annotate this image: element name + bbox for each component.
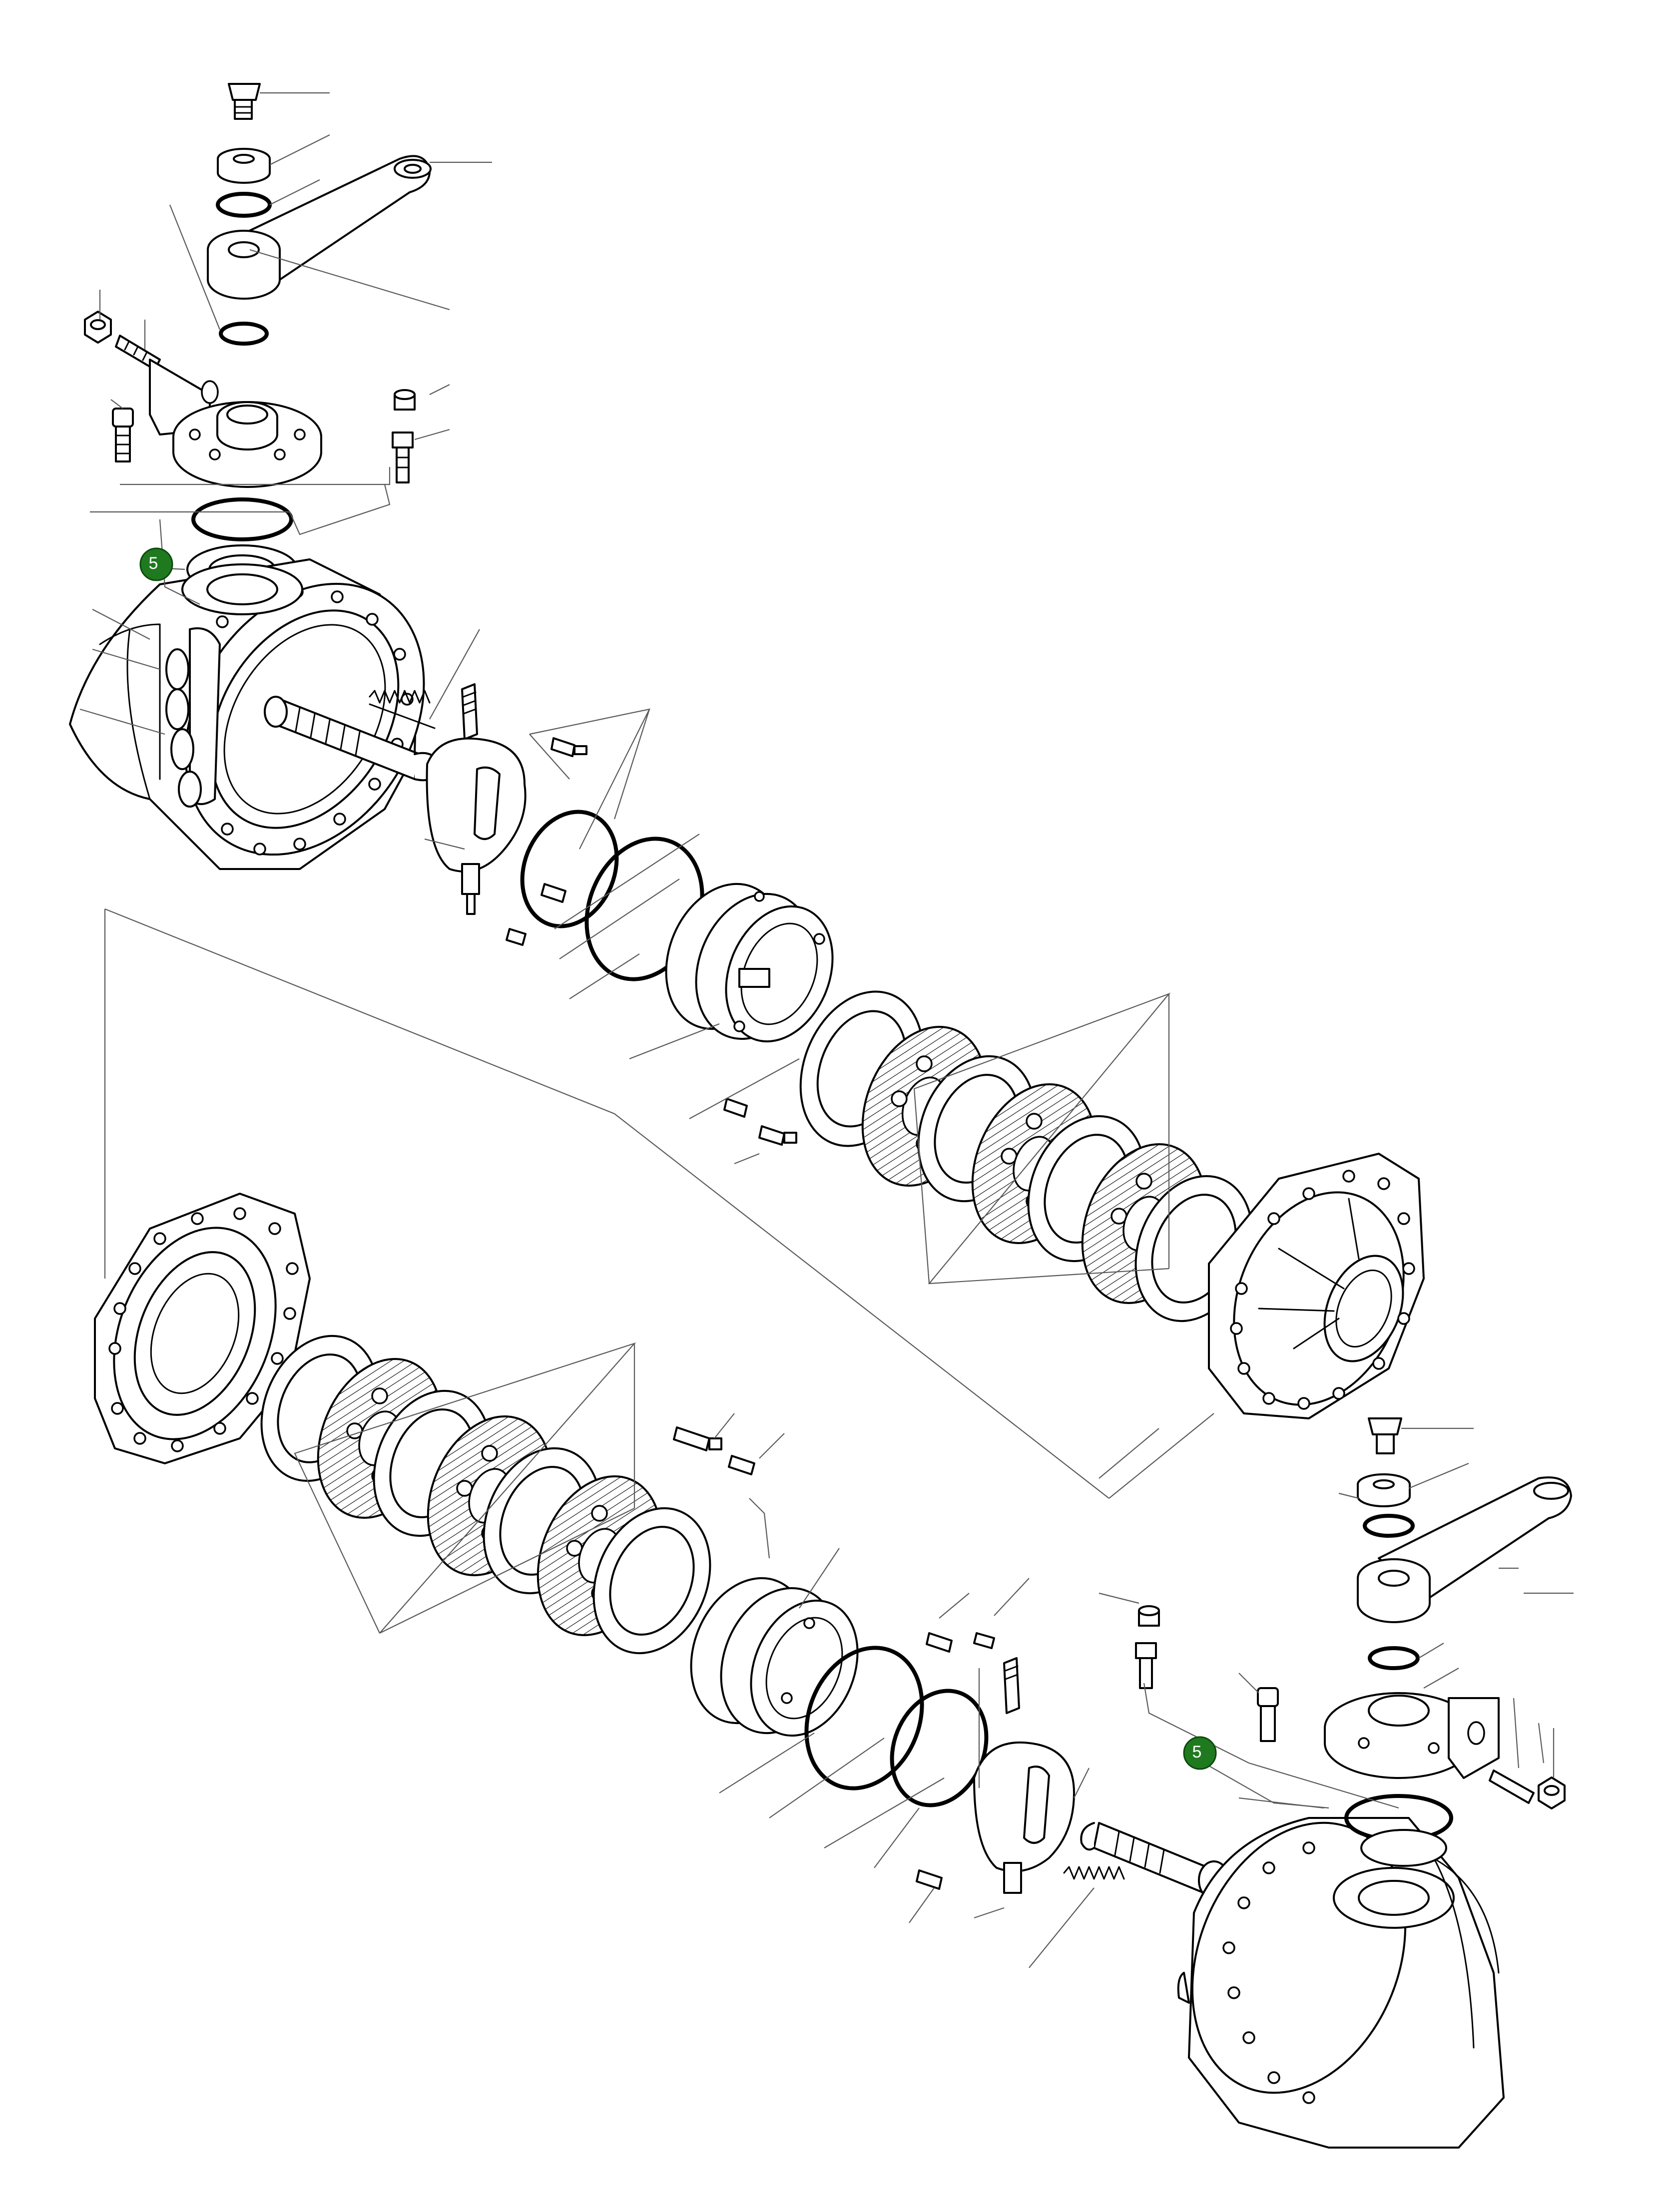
right-center-housing <box>1208 1153 1425 1419</box>
bottom-disc-pack <box>260 1334 711 1655</box>
left-pivot-carrier <box>426 683 527 915</box>
right-pivot-carrier <box>973 1657 1075 1894</box>
leader-lines <box>79 92 1574 1968</box>
top-right-stud <box>392 432 414 483</box>
bottom-right-fasteners <box>1135 1605 1566 1809</box>
top-washer <box>217 148 271 184</box>
callout-label: 5 <box>1192 1743 1202 1762</box>
callout-5-top[interactable]: 5 <box>139 547 185 581</box>
callout-5-bottom[interactable]: 5 <box>1183 1736 1329 1809</box>
top-oring-2 <box>219 322 269 346</box>
right-axle-housing <box>1177 1817 1505 2149</box>
top-left-nut <box>84 311 112 344</box>
top-kingpin-flange <box>149 359 322 488</box>
top-steering-arm <box>207 155 432 300</box>
left-axle-housing <box>69 558 425 870</box>
top-brake-piston <box>665 883 834 1043</box>
left-center-housing <box>94 1193 311 1464</box>
top-disc-pack <box>799 990 1253 1323</box>
bottom-small-pins <box>673 1426 995 1890</box>
top-piston-ring-1 <box>520 810 619 928</box>
bottom-brake-piston <box>690 1577 859 1737</box>
top-right-cap <box>394 389 416 411</box>
left-small-pins <box>506 737 797 1146</box>
left-spring <box>369 690 436 729</box>
top-arm-bolt <box>228 83 261 120</box>
callout-label: 5 <box>149 554 158 573</box>
top-oring-1 <box>216 192 272 218</box>
bottom-steering-assembly <box>1324 1417 1572 1867</box>
right-spring <box>1063 1866 1125 1880</box>
top-seal-ring <box>191 497 293 541</box>
bottom-piston-ring-1 <box>804 1646 924 1790</box>
callout-badge <box>1183 1736 1217 1770</box>
callout-badge <box>139 547 173 581</box>
top-steering-assembly <box>84 83 432 594</box>
top-left-capscrew <box>112 408 134 462</box>
